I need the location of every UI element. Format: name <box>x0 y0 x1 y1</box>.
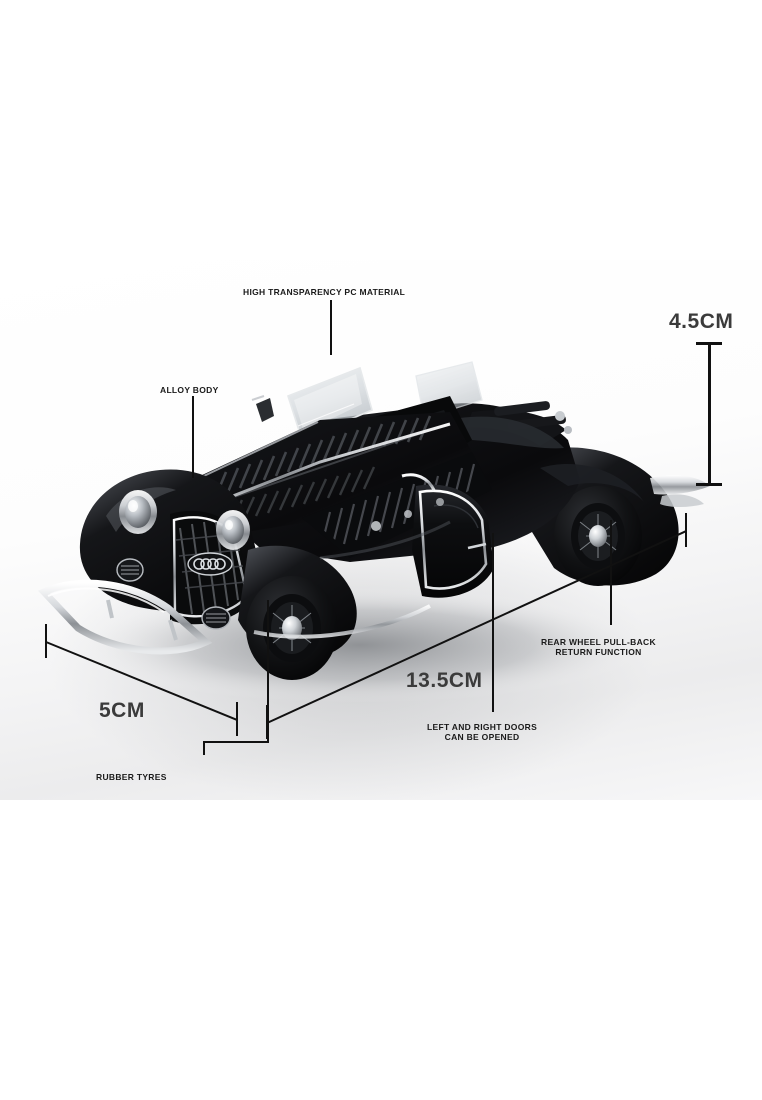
callout-label-rear-wheel-pullback: REAR WHEEL PULL-BACK RETURN FUNCTION <box>541 637 656 658</box>
dimension-text-length: 13.5CM <box>406 669 483 692</box>
callout-leader-doors-open <box>492 533 494 712</box>
dimension-cap-width-left <box>45 624 47 658</box>
dimension-cap-length-left <box>266 705 268 739</box>
callout-line-1: REAR WHEEL PULL-BACK <box>541 637 656 647</box>
callout-leader-rubber-tyres-vertical <box>267 600 269 742</box>
dimension-text-height: 4.5CM <box>669 310 734 333</box>
dimension-cap-height-bottom <box>696 483 722 486</box>
dimension-cap-width-right <box>236 702 238 736</box>
dimension-line-height <box>708 342 711 486</box>
callout-leader-alloy-body <box>192 396 194 478</box>
callout-line-2: RETURN FUNCTION <box>555 646 642 657</box>
callout-leader-pc-material <box>330 300 332 355</box>
callout-line-1: LEFT AND RIGHT DOORS <box>427 722 538 732</box>
callout-label-pc-material: HIGH TRANSPARENCY PC MATERIAL <box>243 287 406 297</box>
callout-label-alloy-body: ALLOY BODY <box>160 385 219 395</box>
callout-leader-rear-wheel-pullback <box>610 520 612 625</box>
dimension-text-width: 5CM <box>99 699 145 722</box>
callout-leader-rubber-tyres-drop <box>203 741 205 755</box>
callout-label-rubber-tyres: RUBBER TYRES <box>96 772 167 782</box>
dimension-cap-length-right <box>685 513 687 547</box>
callout-line-2: CAN BE OPENED <box>444 731 520 742</box>
callout-label-doors-open: LEFT AND RIGHT DOORS CAN BE OPENED <box>427 722 538 743</box>
callout-leader-rubber-tyres-horizontal <box>203 741 269 743</box>
dimension-cap-height-top <box>696 342 722 345</box>
